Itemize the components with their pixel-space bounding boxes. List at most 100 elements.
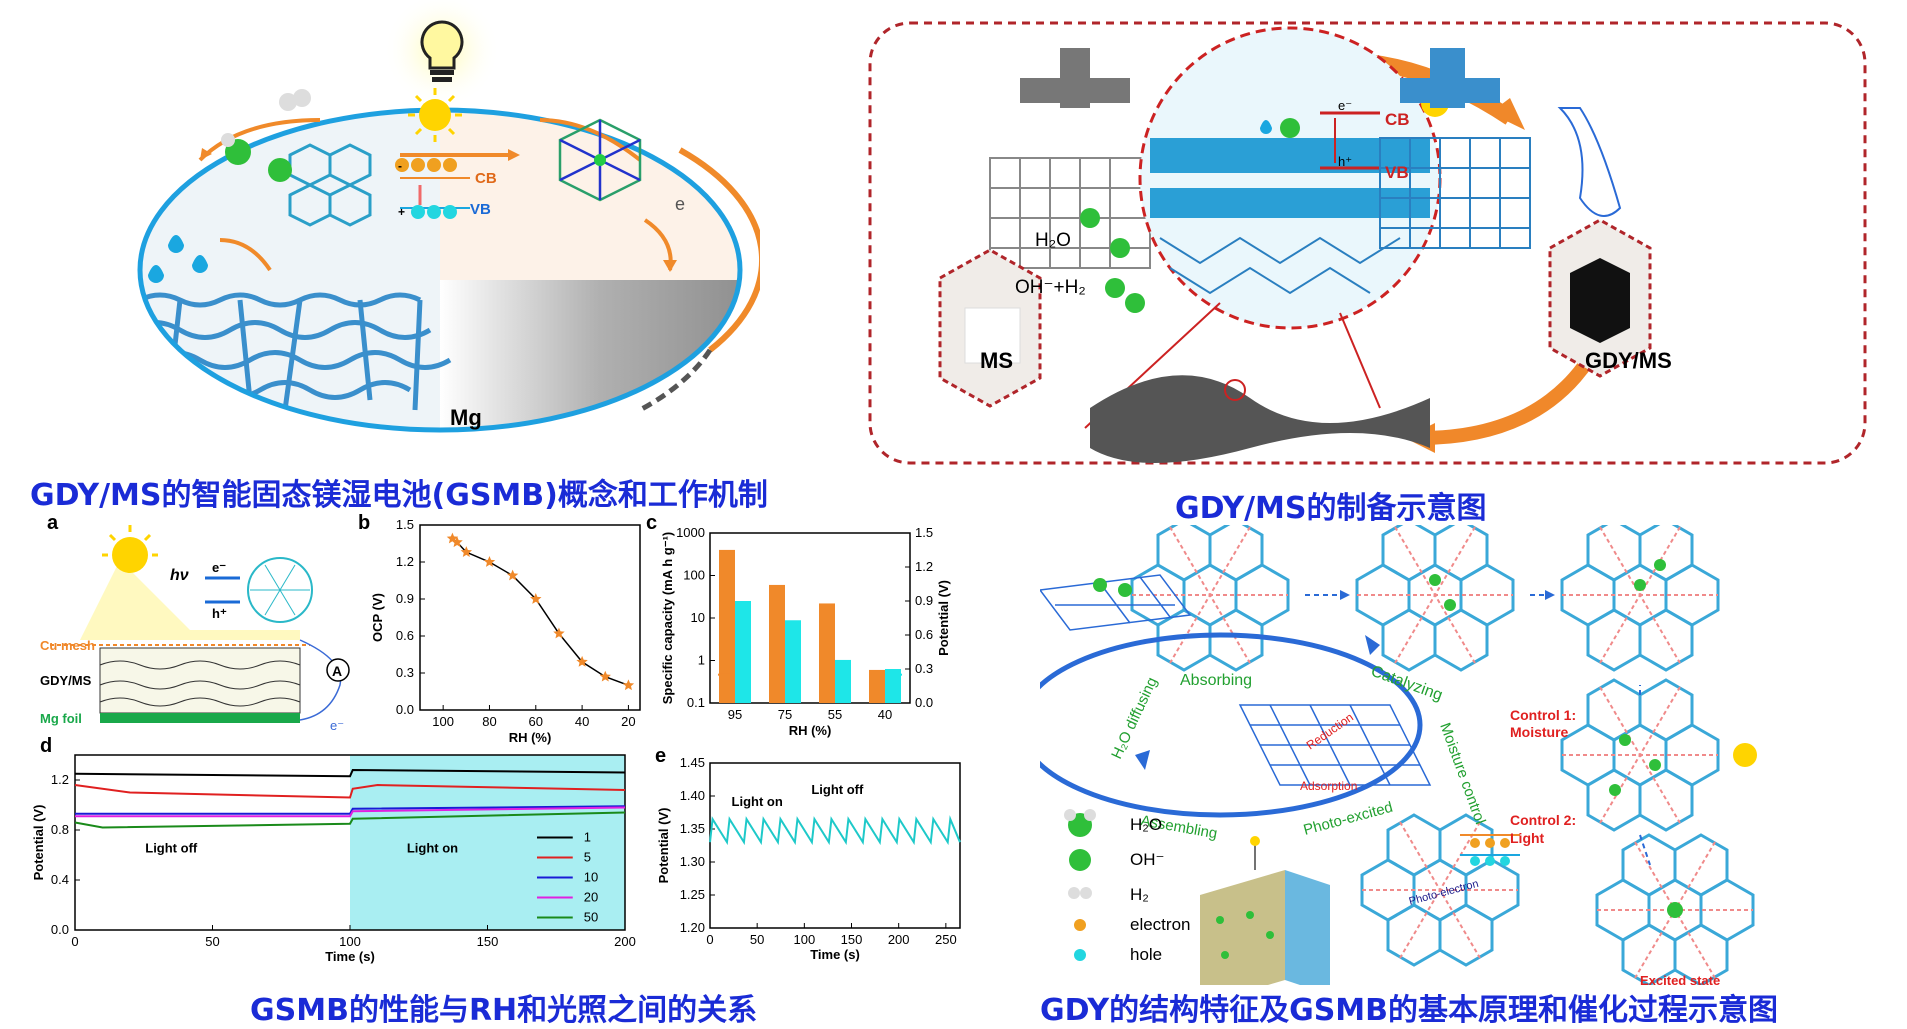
chart-e-xtick-label: 200 [888,932,910,947]
chart-b-xtick-label: 40 [575,714,589,729]
chart-e-ylabel: Potential (V) [656,808,671,884]
cu-mesh-label: Cu mesh [40,638,95,653]
chart-e-ytick-label: 1.40 [680,788,705,803]
panel-e-letter: e [655,745,667,767]
lightbulb-icon [420,20,464,82]
chart-c-yrtick-label: 0.9 [915,593,933,608]
chart-b-ytick-label: 1.2 [396,554,414,569]
ammeter-label: A [332,663,342,679]
legend-electron: electron [1130,915,1190,934]
prep-e-label: e⁻ [1338,98,1352,113]
caption-scheme: GDY的结构特征及GSMB的基本原理和催化过程示意图 [1040,993,1779,1028]
caption-preparation: GDY/MS的制备示意图 [1175,491,1487,526]
hv-label: hν [170,567,189,584]
chart-e-xtick-label: 50 [750,932,764,947]
control1-line1: Control 1: [1510,707,1576,723]
vb-plus: + [398,205,405,219]
chart-d-series-line [74,768,626,778]
panel-a-e-label: e⁻ [212,560,226,575]
chart-c-yrtick-label: 0.0 [915,695,933,710]
chart-c-ylabel-left: Specific capacity (mA h g⁻¹) [660,532,675,705]
chart-d-legend-label: 1 [584,830,591,845]
chart-b-point [460,546,473,557]
chart-c-xtick-label: 55 [828,707,842,722]
chart-c-yltick-label: 1000 [676,525,705,540]
chart-d-legend-label: 5 [584,850,591,865]
chart-c-xtick-label: 40 [878,707,892,722]
legend-h2: H₂ [1130,885,1149,904]
e-bottom-label: e⁻ [330,718,344,733]
chart-b-point [483,556,496,567]
chart-b-ytick-label: 0.0 [396,702,414,717]
h2o-diffusing-label: H₂O diffusing [1108,675,1161,762]
chart-d-ytick-label: 0.0 [51,922,69,937]
chart-c-bar-capacity [869,669,885,703]
chart-e-frame [709,762,961,929]
absorbing-label: Absorbing [1180,672,1252,689]
h2o-label: H₂O [1035,230,1071,251]
chart-b-point [530,593,542,604]
chart-b-ytick-label: 0.9 [396,591,414,606]
chart-c-xtick-label: 95 [728,707,742,722]
panel-a-h-label: h⁺ [212,606,227,621]
chart-d-ytick-label: 1.2 [51,772,69,787]
chart-c-yltick-label: 10 [691,610,705,625]
excited-state-label: Excited state [1640,973,1720,985]
legend-h2o: H₂O [1130,815,1162,834]
chart-c-bar-potential [835,659,851,703]
chart-d-series-line [74,811,626,829]
chart-b-xtick-label: 100 [432,714,454,729]
panel-c-letter: c [646,512,658,534]
chart-d-ytick-label: 0.8 [51,822,69,837]
chart-d-xtick-label: 50 [205,934,219,949]
chart-d-legend-label: 50 [584,910,598,925]
chart-c-yltick-label: 0.1 [687,695,705,710]
chart-d-legend-label: 20 [584,890,598,905]
chart-d-xtick-label: 0 [71,934,78,949]
moisture-control-label: Moisture control [1436,721,1488,827]
chart-b-ytick-label: 0.3 [396,665,414,680]
gdy-sheet-center [1238,704,1432,786]
chart-b-line [451,537,629,687]
chart-e-ytick-label: 1.30 [680,854,705,869]
chart-e-xtick-label: 100 [793,932,815,947]
adsorption-label: Adsorption [1300,779,1357,793]
prep-cb-label: CB [1385,110,1410,129]
mg-foil-label: Mg foil [40,711,82,726]
chart-d-series-line [75,806,626,818]
chart-b-point [451,536,463,548]
chart-e-ytick-label: 1.35 [680,821,705,836]
chart-e-annotation-light-on: Light on [732,794,783,809]
caption-performance: GSMB的性能与RH和光照之间的关系 [250,993,758,1028]
chart-e-series-line [709,815,961,846]
chart-b-ytick-label: 1.5 [396,517,414,532]
gdy-sheet-left [1040,574,1192,631]
chart-d-xlabel: Time (s) [325,949,375,964]
chart-c-bar-capacity [769,584,785,703]
prep-h-label: h⁺ [1338,154,1352,169]
chart-b-point [599,670,611,682]
chart-e-xtick-label: 150 [841,932,863,947]
chart-c-ylabel-right: Potential (V) [936,580,951,656]
gdy-scheme-illustration: Control 1: Moisture Control 2: Light Abs… [1040,525,1757,985]
cb-label: CB [475,170,497,187]
chart-d-series-line [74,783,626,799]
chart-d-light-on-region [350,755,625,930]
chart-b-xtick-label: 60 [529,714,543,729]
chart-d-ytick-label: 0.4 [51,872,69,887]
ammeter-icon [326,658,350,682]
chart-b-point [553,627,565,639]
chart-e-xtick-label: 0 [706,932,713,947]
chart-d-ylabel: Potential (V) [31,805,46,881]
chart-b-xtick-label: 20 [621,714,635,729]
chart-c-bar-capacity [719,549,735,703]
scheme-sun-icon [1733,743,1757,767]
gdy-sheet [1090,375,1430,463]
chart-c-yrtick-label: 0.6 [915,627,933,642]
chart-c-yltick-label: 100 [683,568,705,583]
preparation-illustration: MS GDY/MS H₂O OH⁻+H₂ CB VB e⁻ h⁺ [868,21,1867,465]
sun-icon [408,88,462,142]
chart-d-annotation-light-on: Light on [407,841,458,856]
chart-c-bar-potential [785,620,801,703]
